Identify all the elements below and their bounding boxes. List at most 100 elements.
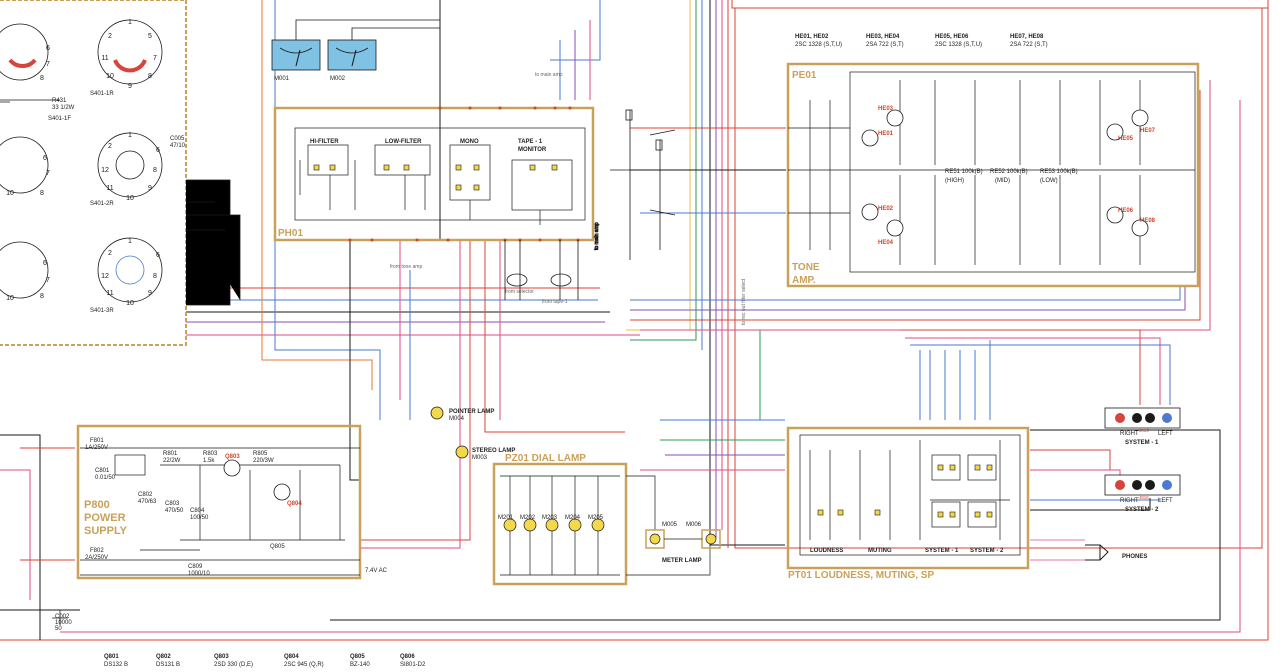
- pt01-muting-label: MUTING: [868, 548, 892, 554]
- r431-label: R431: [52, 98, 67, 104]
- tape-monitor-label-2: MONITOR: [518, 147, 547, 153]
- r803-label: R803: [203, 451, 218, 457]
- th-0-ids: HE01, HE02: [795, 34, 829, 40]
- svg-text:11: 11: [101, 55, 108, 62]
- sys2-right: RIGHT: [1120, 498, 1139, 504]
- speaker-system-2: RIGHT J816 LEFT SYSTEM - 2: [1104, 474, 1181, 513]
- tone-low-label: (LOW): [1040, 178, 1058, 184]
- sys1-jack: J815: [1139, 428, 1149, 433]
- wire-layer: [0, 0, 1269, 641]
- svg-text:8: 8: [148, 73, 152, 80]
- q805-label: Q805: [270, 544, 285, 550]
- r801-label: R801: [163, 451, 178, 457]
- pe01-title: PE01: [792, 70, 817, 81]
- svg-text:8: 8: [40, 293, 44, 300]
- th-3-part: 2SA 722 (S,T): [1010, 42, 1048, 48]
- svg-text:10: 10: [106, 73, 114, 80]
- f802-label: F802: [90, 548, 104, 554]
- th-1-part: 2SA 722 (S,T): [866, 42, 904, 48]
- re52-label: RE52 100k(B): [990, 169, 1028, 175]
- block-pe01: PE01 TONE AMP. HE01 HE02 HE03 HE04 HE05 …: [786, 62, 1200, 288]
- part-q804-part: 2SC 945 (Q,R): [284, 662, 324, 668]
- c802-value: 470/63: [138, 499, 157, 505]
- stereo-lamp: STEREO LAMP M003: [455, 445, 515, 461]
- tone-high-label: (HIGH): [945, 178, 964, 184]
- th-3-ids: HE07, HE08: [1010, 34, 1044, 40]
- c803-label: C803: [165, 501, 180, 507]
- svg-text:6: 6: [156, 147, 160, 154]
- volume-pots: to main amp: [594, 109, 710, 260]
- svg-text:10: 10: [126, 300, 134, 307]
- ph01-title: PH01: [278, 228, 303, 239]
- svg-text:8: 8: [153, 167, 157, 174]
- dial-lamp-m204: M204: [565, 515, 581, 521]
- meter-lamps: M005 M006 METER LAMP: [626, 475, 721, 576]
- parts-footer: Q801 DS132 B Q802 DS131 B Q803 2SD 330 (…: [104, 654, 426, 668]
- svg-text:6: 6: [43, 260, 47, 267]
- tone-q-he07: HE07: [1140, 128, 1156, 134]
- dial-lamp-m203: M203: [542, 515, 558, 521]
- svg-text:1: 1: [128, 132, 132, 139]
- meter-lamp-m006: M006: [686, 522, 702, 528]
- s401-3r-label: S401-3R: [90, 308, 114, 314]
- s401-2r-label: S401-2R: [90, 201, 114, 207]
- re51-label: RE51 100k(B): [945, 169, 983, 175]
- r805-label: R805: [253, 451, 268, 457]
- sys2-jack: J816: [1139, 495, 1149, 500]
- svg-text:10: 10: [126, 195, 134, 202]
- c809-label: C809: [188, 564, 203, 570]
- c002-label: C002: [55, 614, 70, 620]
- part-q801-ref: Q801: [104, 654, 119, 660]
- s401-1f-label: S401-1F: [48, 116, 71, 122]
- meter-lamp-m005: M005: [662, 522, 678, 528]
- svg-text:7: 7: [153, 55, 157, 62]
- block-pz01: PZ01 DIAL LAMP M201 M202 M203 M204 M205: [492, 453, 628, 586]
- pt01-loudness-label: LOUDNESS: [810, 548, 843, 554]
- sys2-name: SYSTEM - 2: [1125, 507, 1159, 513]
- th-1-ids: HE03, HE04: [866, 34, 900, 40]
- pointer-lamp: POINTER LAMP M004: [430, 406, 494, 422]
- part-q802-ref: Q802: [156, 654, 171, 660]
- hi-filter-label: HI-FILTER: [310, 139, 339, 145]
- speaker-system-1: RIGHT J815 LEFT SYSTEM - 1: [1104, 407, 1181, 446]
- from-tone-amp-label: from tone amp: [390, 264, 422, 270]
- meter-m002: M002: [327, 39, 377, 82]
- svg-text:8: 8: [153, 273, 157, 280]
- svg-text:11: 11: [106, 290, 113, 297]
- svg-text:6: 6: [43, 155, 47, 162]
- meter-lamp-name: METER LAMP: [662, 558, 702, 564]
- tone-q-he05: HE05: [1118, 136, 1134, 142]
- stereo-lamp-id: M003: [472, 455, 488, 461]
- tape-monitor-label-1: TAPE - 1: [518, 139, 543, 145]
- svg-text:6: 6: [156, 252, 160, 259]
- part-q806-part: SI801-D2: [400, 662, 426, 668]
- dial-lamp-m201: M201: [498, 515, 514, 521]
- transistor-header: HE01, HE02 2SC 1328 (S,T,U) HE03, HE04 2…: [795, 34, 1048, 48]
- svg-text:1: 1: [128, 238, 132, 245]
- svg-text:8: 8: [40, 190, 44, 197]
- block-p800: P800 POWER SUPPLY Q803 Q804 Q805 F801 1A…: [76, 424, 388, 580]
- r803-value: 1.5k: [203, 458, 215, 464]
- svg-text:11: 11: [106, 185, 113, 192]
- svg-text:2: 2: [108, 250, 112, 257]
- to-rec-out-label: to rec out filter select: [741, 278, 747, 325]
- svg-text:10: 10: [6, 190, 14, 197]
- r805-value: 220/3W: [253, 458, 274, 464]
- c803-value: 470/50: [165, 508, 184, 514]
- c005-label: C005: [170, 136, 185, 142]
- pz01-title: PZ01 DIAL LAMP: [505, 453, 586, 464]
- from-tape1-label: from tape-1: [542, 299, 568, 305]
- svg-text:2: 2: [108, 33, 112, 40]
- svg-text:1: 1: [128, 19, 132, 26]
- q803-label: Q803: [225, 454, 240, 460]
- part-q801-part: DS132 B: [104, 662, 128, 668]
- part-q802-part: DS131 B: [156, 662, 180, 668]
- pt01-title: PT01 LOUDNESS, MUTING, SP: [788, 570, 934, 581]
- svg-text:5: 5: [148, 33, 152, 40]
- sys1-right: RIGHT: [1120, 431, 1139, 437]
- th-0-part: 2SC 1328 (S,T,U): [795, 42, 842, 48]
- pointer-lamp-name: POINTER LAMP: [449, 409, 494, 415]
- tone-q-he01: HE01: [878, 131, 894, 137]
- mono-label: MONO: [460, 139, 479, 145]
